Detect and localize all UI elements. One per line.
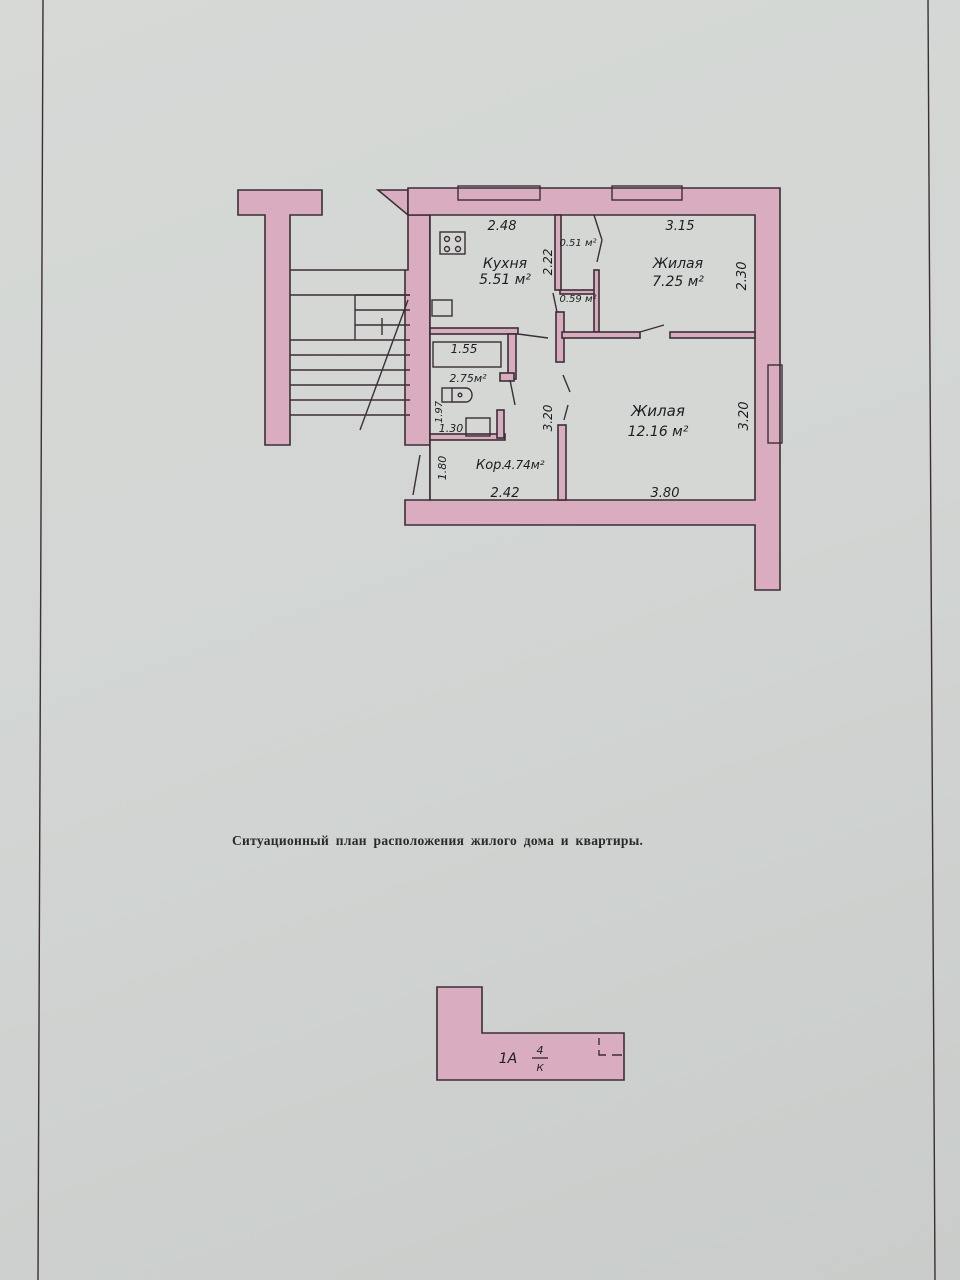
dim-room2-width: 3.80 [651, 486, 680, 501]
site-plan: 1А 4 К [436, 986, 625, 1081]
room-area-bathroom: 2.75м² [449, 372, 487, 385]
dim-entry-depth: 1.80 [436, 456, 449, 481]
room-name-living2: Жилая [630, 402, 685, 420]
dim-toilet-width: 1.30 [439, 422, 464, 435]
dim-bath-width: 1.55 [451, 342, 478, 356]
room-area-living2: 12.16 м² [628, 424, 689, 440]
apartment-walls [404, 185, 783, 591]
building-material: К [536, 1063, 544, 1074]
sink-icon [465, 417, 491, 437]
room-area-corridor: 4.74м² [504, 458, 545, 472]
dim-kitchen-width: 2.48 [488, 219, 517, 234]
kitchen-sink-icon [431, 299, 453, 317]
bathtub-icon [432, 341, 502, 368]
building-label: 1А [499, 1051, 517, 1067]
toilet-icon [441, 387, 473, 403]
room-name-corridor: Кор. [476, 458, 506, 473]
stove-icon [439, 231, 466, 255]
dim-corridor-depth: 3.20 [541, 404, 555, 431]
dim-kitchen-depth: 2.22 [541, 249, 555, 276]
room-name-kitchen: Кухня [483, 256, 527, 272]
dim-bath-depth: 1.97 [434, 400, 445, 423]
page-border-right [927, 0, 936, 1280]
page-border-left [37, 0, 44, 1280]
dim-room1-depth: 2.30 [735, 262, 750, 291]
building-floors: 4 [537, 1044, 544, 1057]
dim-room1-width: 3.15 [666, 219, 695, 234]
dim-room2-depth: 3.20 [737, 402, 752, 431]
dim-corridor-width: 2.42 [491, 486, 520, 501]
plan-caption: Ситуационный план расположения жилого до… [232, 833, 644, 848]
room-area-kitchen: 5.51 м² [479, 272, 531, 288]
room-area-closet2: 0.59 м² [560, 294, 597, 305]
room-area-living1: 7.25 м² [652, 274, 704, 290]
room-area-closet1: 0.51 м² [560, 238, 597, 249]
room-name-living1: Жилая [652, 256, 703, 272]
stairwell [237, 189, 431, 446]
